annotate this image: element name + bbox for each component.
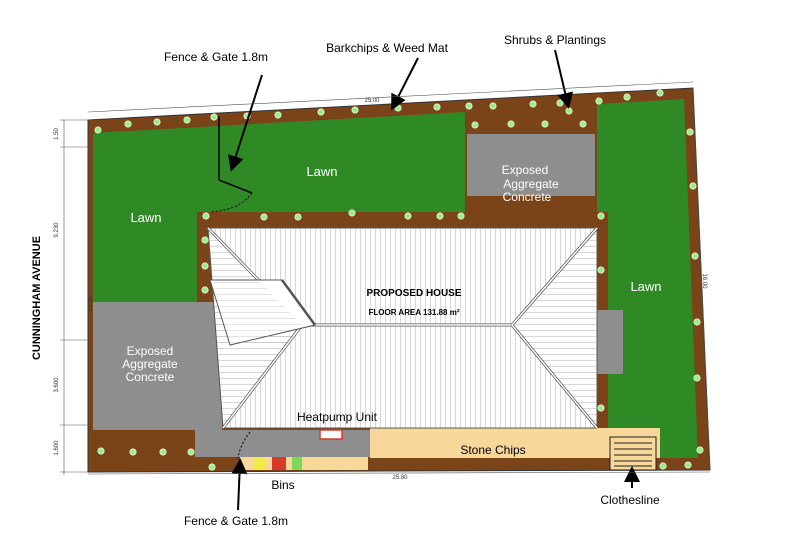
plant-dot (489, 102, 497, 110)
house-title: PROPOSED HOUSE (366, 288, 461, 299)
lawn-left (93, 112, 465, 302)
plant-dot (565, 107, 573, 115)
plant-dot (507, 120, 515, 128)
heatpump-unit (319, 429, 343, 440)
plant-dot (260, 213, 268, 221)
plant-dot (394, 104, 402, 112)
dim-right: 16.00 (701, 273, 707, 289)
plant-dot (541, 120, 549, 128)
plant-dot (97, 447, 105, 455)
plant-dot (693, 318, 701, 326)
concrete-top-label-3: Concrete (503, 190, 552, 204)
plant-dot (294, 213, 302, 221)
dim-top: 25.00 (364, 98, 380, 104)
concrete-top-label-1: Exposed (502, 163, 549, 177)
clothesline (609, 436, 657, 471)
fence-gate-top (209, 116, 253, 213)
callout-fence-bottom: Fence & Gate 1.8m (184, 514, 288, 528)
plant-dot (686, 128, 694, 136)
arrow-fence-bottom (231, 458, 248, 511)
dim-bottom: 25.80 (392, 475, 408, 481)
concrete-left-label-2: Aggregate (122, 357, 178, 371)
plant-dot (659, 462, 667, 470)
concrete-top (467, 134, 595, 196)
concrete-top-label-2: Aggregate (503, 177, 559, 191)
callout-heatpump: Heatpump Unit (297, 410, 378, 424)
concrete-path (195, 430, 370, 457)
plant-dot (623, 93, 631, 101)
plant-dot (94, 126, 102, 134)
plant-dot (471, 121, 479, 129)
plant-dot (348, 209, 356, 217)
plant-dot (201, 262, 209, 270)
plant-dot (129, 448, 137, 456)
concrete-left-label-1: Exposed (127, 344, 174, 358)
dim-left-1: 1.50 (54, 128, 60, 140)
plant-dot (579, 120, 587, 128)
plant-dot (597, 212, 605, 220)
dim-line-bottom (87, 471, 711, 475)
plant-dot (351, 106, 359, 114)
plant-dot (595, 97, 603, 105)
callout-barkchips: Barkchips & Weed Mat (326, 41, 448, 55)
plant-dot (436, 212, 444, 220)
concrete-left-label-3: Concrete (126, 370, 175, 384)
plant-dot (457, 212, 465, 220)
arrow-fence-top (228, 74, 263, 172)
plant-dot (684, 461, 692, 469)
plant-dot (529, 100, 537, 108)
street-name: CUNNINGHAM AVENUE (31, 236, 43, 360)
plant-dot (597, 266, 605, 274)
dim-left-2: 9.230 (54, 222, 60, 238)
plant-dot (656, 89, 664, 97)
plant-dot (202, 212, 210, 220)
dim-left-3: 13.20 (88, 296, 94, 312)
plant-dot (597, 404, 605, 412)
plant-dot (465, 102, 473, 110)
dim-line-right (692, 87, 711, 471)
callout-shrubs: Shrubs & Plantings (504, 33, 606, 47)
plant-dot (689, 182, 697, 190)
plant-dot (201, 286, 209, 294)
plant-dot (201, 236, 209, 244)
plant-dot (159, 448, 167, 456)
plant-dot (556, 99, 564, 107)
callout-bins: Bins (271, 478, 294, 492)
bins (254, 457, 302, 470)
lawn-top-label: Lawn (306, 164, 337, 179)
plant-dot (696, 446, 704, 454)
house-bump-right (596, 310, 623, 374)
dim-line-top (87, 81, 694, 113)
plant-dot (187, 448, 195, 456)
plant-dot (433, 103, 441, 111)
dim-left-5: 1.600 (54, 440, 60, 456)
plant-dot (208, 463, 216, 471)
dim-left-4: 3.600 (54, 377, 60, 393)
stone-chips-label: Stone Chips (460, 443, 525, 457)
arrow-shrubs (554, 49, 574, 109)
concrete-left (93, 302, 222, 430)
house-roof (206, 226, 599, 429)
plant-dot (210, 113, 218, 121)
plant-dot (691, 252, 699, 260)
lawn-right-label: Lawn (630, 279, 661, 294)
plant-dot (404, 212, 412, 220)
plant-dot (183, 116, 191, 124)
plant-dot (693, 374, 701, 382)
lawn-left-label: Lawn (130, 210, 161, 225)
callout-fence-top: Fence & Gate 1.8m (164, 50, 268, 64)
plant-dot (153, 118, 161, 126)
callout-clothesline: Clothesline (600, 493, 660, 507)
house-floor-area: FLOOR AREA 131.88 m² (369, 308, 460, 317)
arrow-barkchips (391, 57, 419, 111)
plant-dot (317, 108, 325, 116)
plant-dot (274, 111, 282, 119)
plant-dot (124, 120, 132, 128)
